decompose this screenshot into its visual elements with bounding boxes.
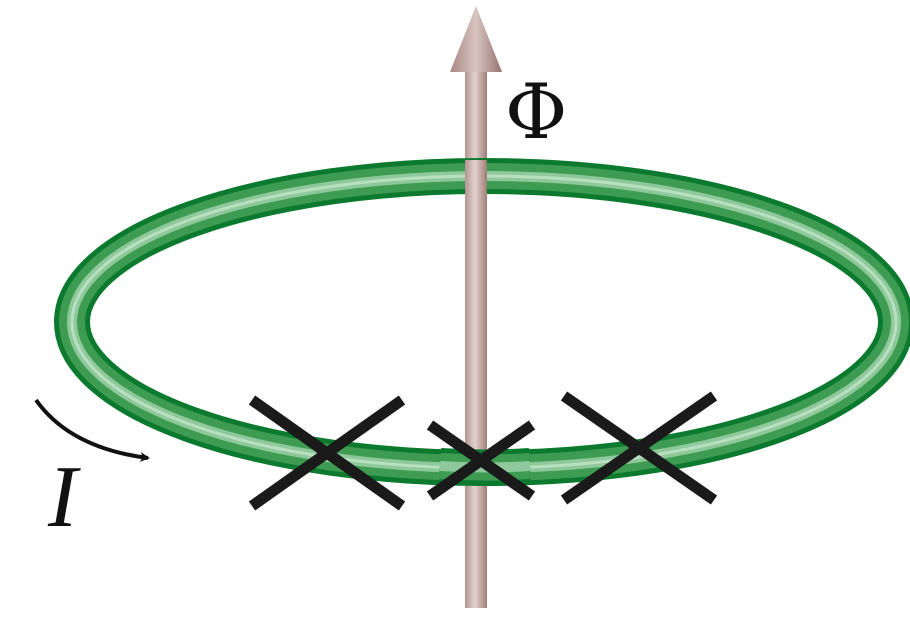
- curved-arrow-icon: [34, 398, 150, 462]
- current-label: I: [48, 449, 78, 546]
- flux-label: Φ: [505, 67, 568, 156]
- flux-arrow-front-segment: [465, 160, 487, 200]
- x-mark-icon: [248, 395, 406, 511]
- cross-marks: [248, 391, 718, 511]
- flux-arrow-shaft: [465, 60, 487, 608]
- flux-arrow-head: [450, 6, 502, 72]
- x-mark-icon: [560, 391, 718, 505]
- x-mark-icon: [426, 420, 536, 501]
- flux-arrow-icon: [450, 6, 502, 608]
